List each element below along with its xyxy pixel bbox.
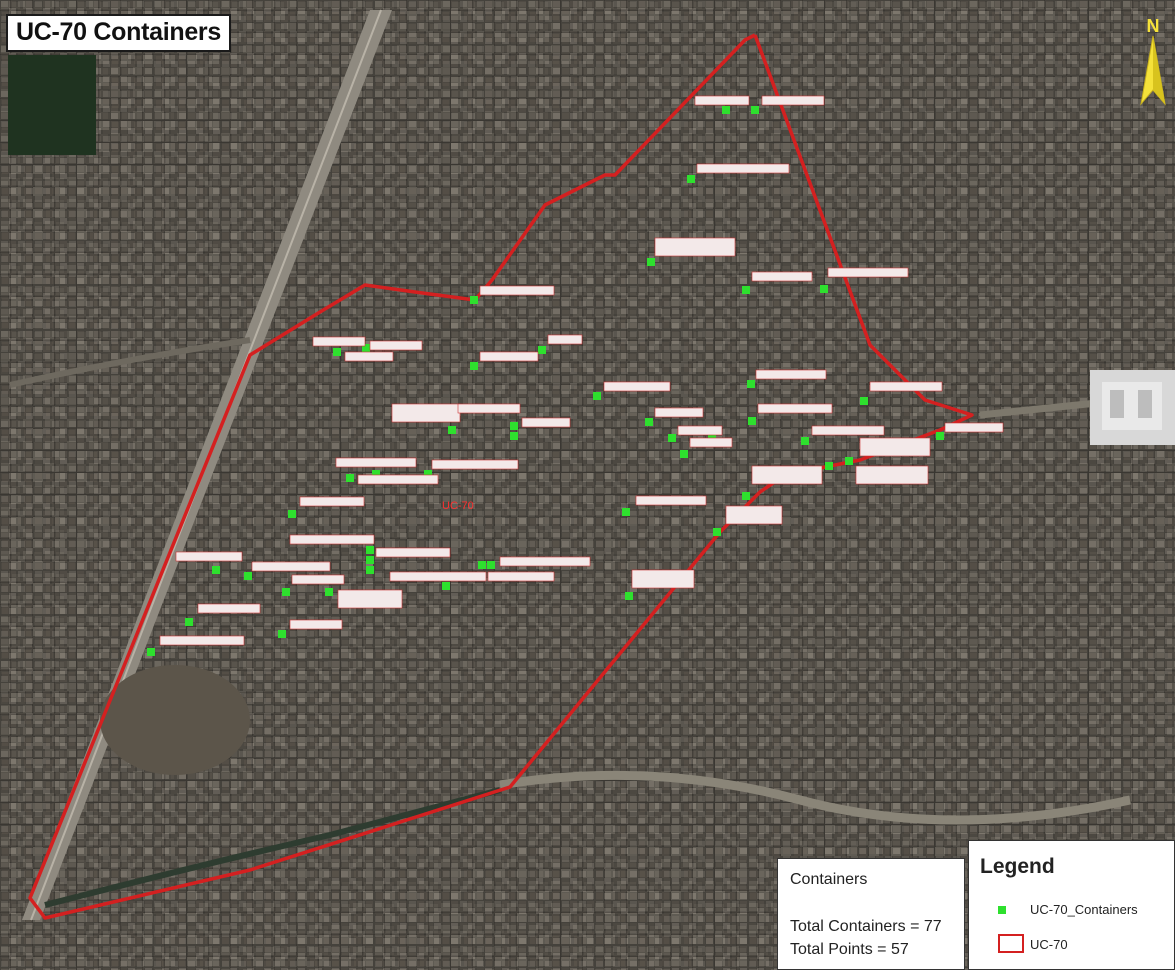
container-summary-box: Containers Total Containers = 77 Total P… — [777, 858, 965, 970]
legend-item-containers: UC-70_Containers — [1030, 902, 1138, 917]
map-title: UC-70 Containers — [6, 14, 231, 52]
total-containers-text: Total Containers = 77 — [790, 918, 942, 935]
legend: Legend UC-70_Containers UC-70 — [968, 840, 1175, 970]
north-arrow-icon: N — [1140, 16, 1166, 106]
total-points-text: Total Points = 57 — [790, 941, 909, 958]
legend-item-boundary: UC-70 — [1030, 937, 1068, 952]
legend-title: Legend — [980, 855, 1055, 878]
container-point-swatch-icon — [998, 906, 1006, 914]
boundary-polygon-swatch-icon — [998, 934, 1024, 953]
uc70-boundary — [28, 33, 974, 920]
north-label: N — [1147, 16, 1160, 36]
container-points — [147, 106, 944, 656]
area-label: UC-70 — [442, 500, 474, 512]
point-label-boxes — [159, 95, 1004, 646]
summary-header: Containers — [790, 871, 868, 888]
